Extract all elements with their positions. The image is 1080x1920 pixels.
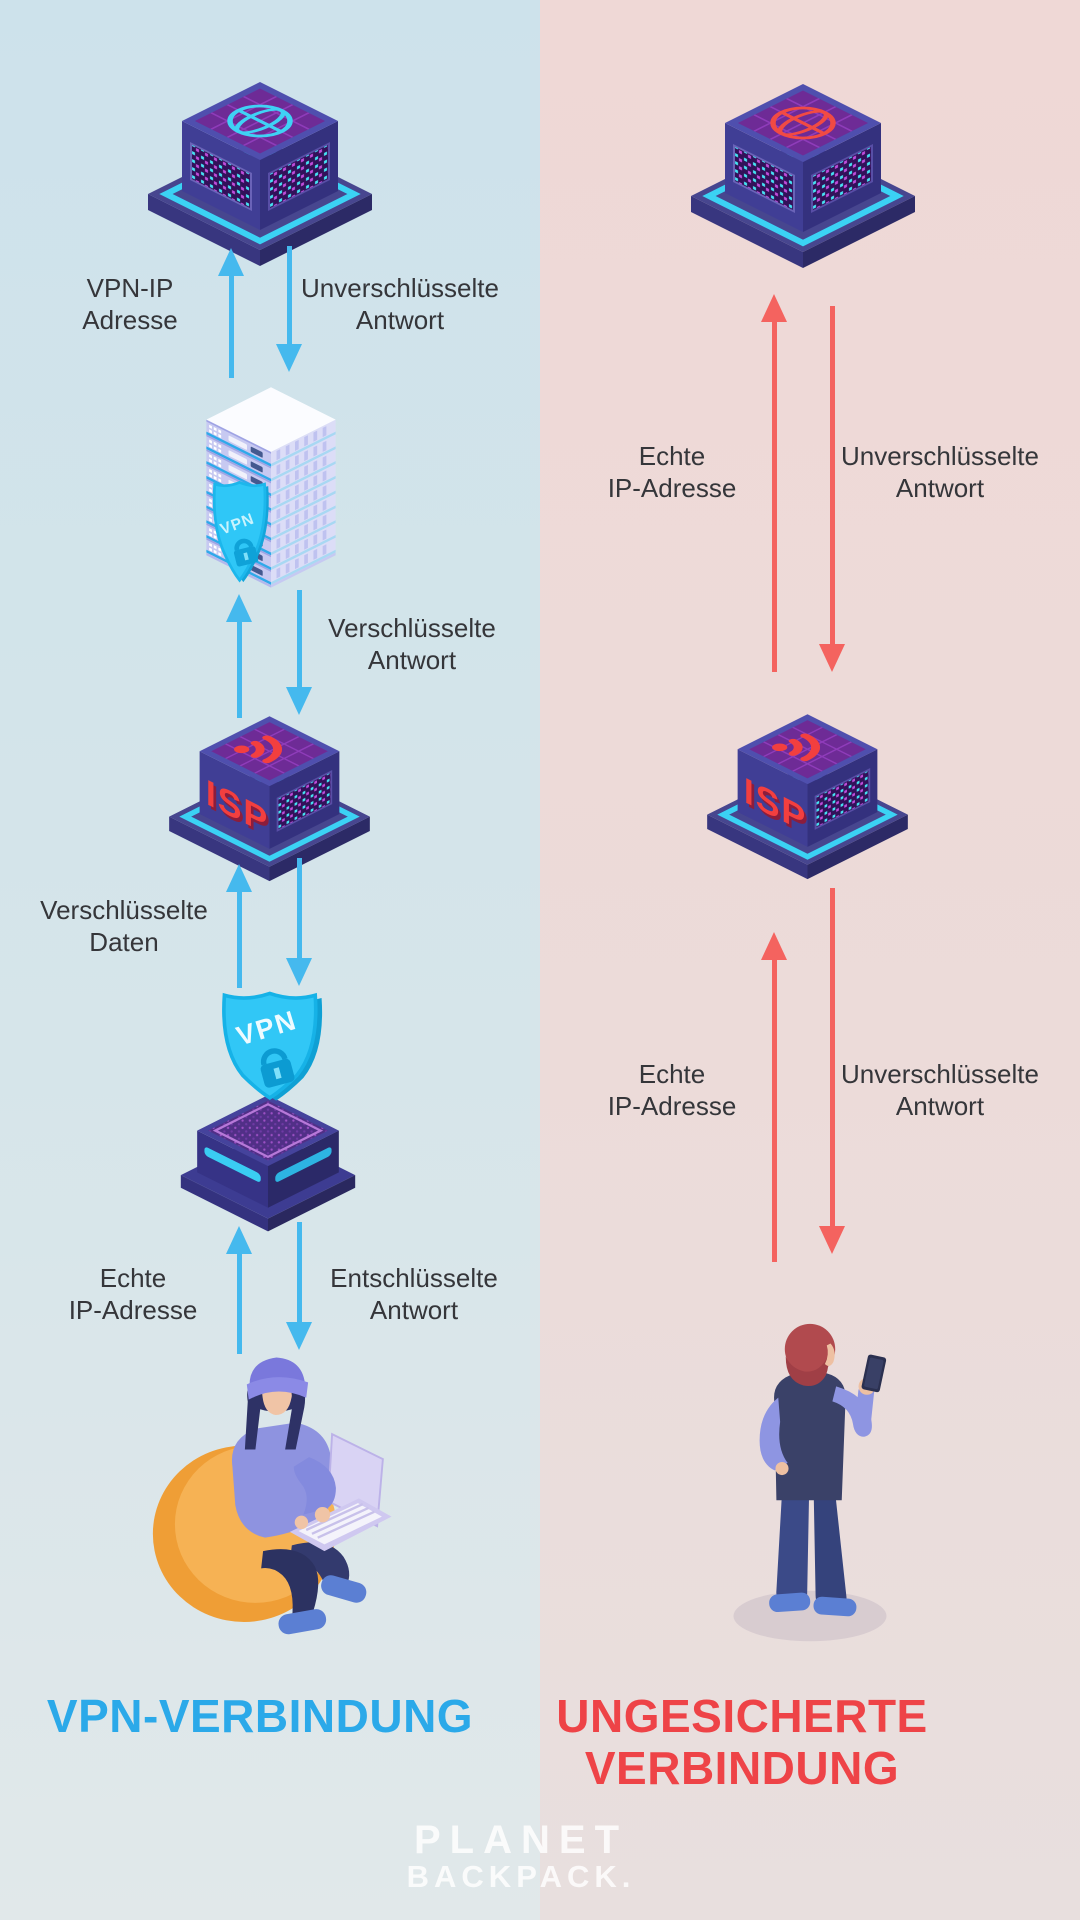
arrow-unencrypted-down-right-1 (819, 306, 845, 672)
vpn-shield-badge: VPN (212, 480, 269, 583)
arrow-unencrypted-down (276, 246, 302, 372)
label-decrypted-answer: Entschlüsselte Antwort (330, 1263, 498, 1325)
unsecured-connection-title: UNGESICHERTE VERBINDUNG (556, 1690, 928, 1794)
arrow-real-ip-up (226, 1226, 252, 1354)
isp-server-left: ISP ISP (162, 715, 377, 884)
arrow-vpn-ip-up (218, 248, 244, 378)
vpn-shield-pedestal: VPN (180, 991, 356, 1232)
arrow-to-vpn-down (286, 858, 312, 986)
laptop (289, 1432, 392, 1552)
laptop-user (152, 1357, 392, 1635)
arrow-unencrypted-down-right-2 (819, 888, 845, 1254)
label-vpn-ip: VPN-IP Adresse (82, 273, 178, 335)
label-encrypted-answer: Verschlüsselte Antwort (328, 613, 496, 675)
label-real-ip-right-2: Echte IP-Adresse (607, 1059, 737, 1121)
label-encrypted-data: Verschlüsselte Daten (40, 895, 208, 957)
internet-server-right (683, 82, 923, 271)
phone-user (733, 1323, 887, 1642)
internet-server-left (140, 80, 380, 269)
label-unencrypted-right-1: Unverschlüsselte Antwort (841, 441, 1039, 503)
arrow-real-ip-up-right-1 (761, 294, 787, 672)
vpn-connection-title: VPN-VERBINDUNG (46, 1690, 474, 1742)
arrow-decrypted-down (286, 1222, 312, 1350)
lock-icon (233, 538, 259, 567)
arrow-to-internet-up (226, 594, 252, 718)
label-real-ip-left: Echte IP-Adresse (68, 1263, 198, 1325)
beanie-hat (246, 1357, 309, 1400)
user-shadow (733, 1590, 887, 1642)
vpn-shield-icon: VPN (222, 991, 323, 1101)
arrow-encrypted-answer-down (286, 590, 312, 715)
brand-logo-line2: BACKPACK. (406, 1859, 636, 1894)
label-real-ip-right-1: Echte IP-Adresse (607, 441, 737, 503)
arrow-real-ip-up-right-2 (761, 932, 787, 1262)
smartphone (861, 1354, 887, 1393)
lock-icon (260, 1048, 295, 1088)
vpn-server-tower: VPN (206, 387, 336, 588)
arrow-encrypted-data-up (226, 864, 252, 988)
brand-logo-line1: PLANET (414, 1818, 628, 1862)
isp-server-right: ISP ISP (700, 713, 915, 882)
label-unencrypted-answer: Unverschlüsselte Antwort (301, 273, 499, 335)
label-unencrypted-right-2: Unverschlüsselte Antwort (841, 1059, 1039, 1121)
